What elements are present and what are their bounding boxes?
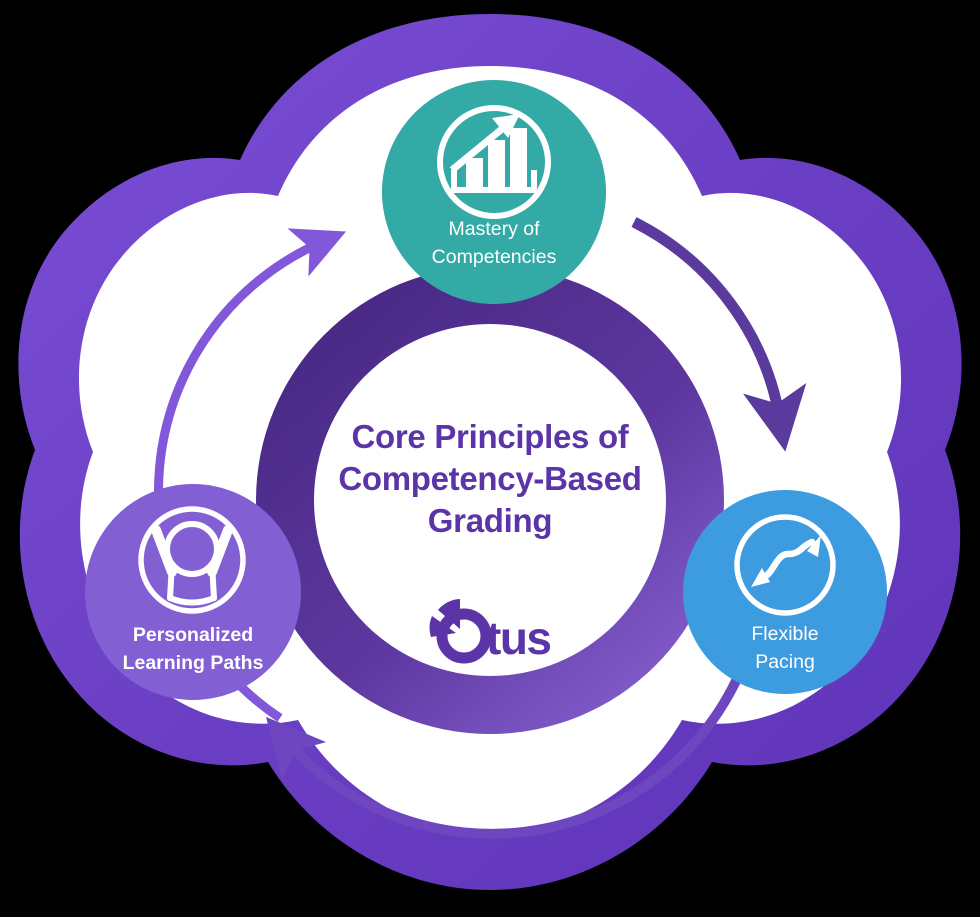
node-personalized-learning-paths-circle[interactable] — [85, 484, 301, 700]
arrow-top-to-right — [631, 217, 807, 452]
arrow-right-to-left — [265, 650, 753, 839]
node-mastery-label-line1: Mastery of — [448, 218, 540, 240]
node-personalized-learning-paths-label-line1: Personalized — [133, 624, 253, 646]
bar-chart-growth-icon — [437, 105, 551, 219]
otus-logo-mark — [429, 599, 492, 664]
node-mastery-of-competencies[interactable]: Mastery of Competencies — [382, 80, 606, 304]
node-flexible-pacing-circle[interactable] — [683, 490, 887, 694]
person-arms-raised-icon — [138, 506, 246, 614]
node-flexible-pacing[interactable]: Flexible Pacing — [683, 490, 887, 694]
center-title-line2: Competency-Based — [338, 460, 641, 497]
node-mastery-label-line2: Competencies — [432, 246, 557, 268]
otus-logo: tus — [429, 599, 552, 664]
center-content: Core Principles of Competency-Based Grad… — [338, 418, 642, 664]
center-title-line1: Core Principles of — [351, 418, 629, 455]
node-personalized-learning-paths-label-line2: Learning Paths — [123, 652, 264, 674]
node-flexible-pacing-label-line2: Pacing — [755, 651, 815, 673]
wavy-double-arrow-icon — [734, 514, 836, 616]
node-personalized-learning-paths[interactable]: Personalized Learning Paths — [85, 484, 301, 700]
otus-logo-wordmark: tus — [486, 612, 551, 664]
inner-purple-ring — [256, 266, 724, 734]
center-title-line3: Grading — [428, 502, 552, 539]
node-flexible-pacing-label-line1: Flexible — [751, 623, 818, 645]
